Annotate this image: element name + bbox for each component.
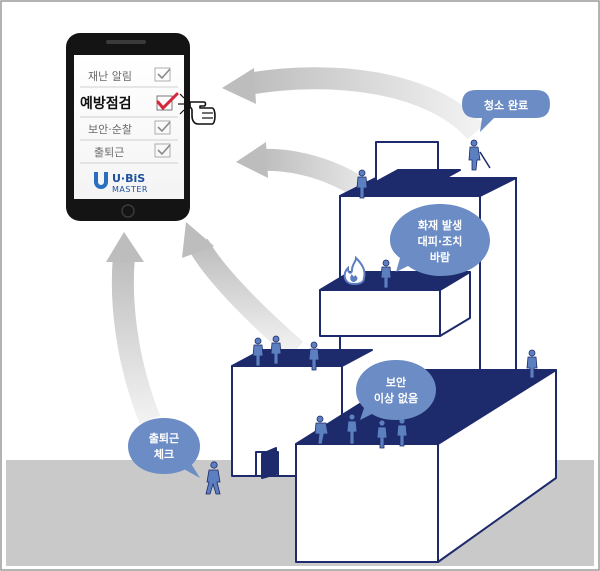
- menu-item-security-patrol[interactable]: 보안·순찰: [88, 120, 171, 136]
- base-front: [295, 443, 439, 563]
- arrow-commute: [111, 255, 161, 425]
- menu-item-label: 예방점검: [80, 95, 132, 112]
- phone-home-button: [121, 204, 135, 218]
- menu-item-label: 재난 알림: [88, 69, 132, 83]
- person-fire-floor: [380, 259, 392, 289]
- person-left-wing-1: [252, 337, 264, 367]
- signal-arrows: [106, 67, 485, 425]
- people: [205, 139, 538, 495]
- person-base-2: [346, 413, 358, 445]
- menu-item-disaster[interactable]: 재난 알림: [88, 67, 171, 83]
- menu-item-commute[interactable]: 출퇴근: [94, 143, 171, 159]
- person-commuter: [205, 461, 221, 495]
- door-open-shade: [261, 447, 277, 479]
- bubble-cleaning: 청소 완료: [462, 90, 550, 132]
- arrow-cleaning-head: [222, 68, 256, 104]
- pointing-hand-icon: [178, 93, 216, 125]
- check-red-icon: [156, 92, 179, 111]
- person-rooftop: [356, 169, 368, 199]
- bubble-cleaning-text: 청소 완료: [484, 98, 528, 112]
- person-left-wing-2: [270, 335, 282, 365]
- check-icon: [157, 68, 171, 80]
- arrow-fire-head: [236, 142, 268, 178]
- mid-floor-side: [439, 271, 471, 337]
- arrow-security: [188, 238, 304, 359]
- person-base-3: [376, 419, 388, 449]
- bubble-fire-line2: 대피·조치: [418, 234, 463, 248]
- person-right-corner: [526, 349, 538, 379]
- checkbox-icon: [154, 120, 171, 135]
- fire-icon: [343, 255, 366, 286]
- bubble-fire-line3: 바람: [430, 250, 450, 264]
- arrow-cleaning: [246, 67, 485, 140]
- phone-speaker: [106, 40, 146, 44]
- menu-item-prevention-check[interactable]: 예방점검: [80, 92, 179, 112]
- bubble-fire: 화재 발생 대피·조치 바람: [390, 204, 490, 276]
- ubis-master-logo: U·BiS MASTER: [94, 172, 148, 194]
- menu-item-label: 출퇴근: [94, 146, 124, 159]
- checkbox-icon: [154, 67, 171, 82]
- bubble-security: 보안 이상 없음: [356, 360, 436, 420]
- arrow-commute-head: [106, 232, 144, 262]
- smartphone: 재난 알림 예방점검 보안·순찰 출퇴근 U·BiS MASTER: [66, 33, 216, 221]
- base-side: [437, 369, 557, 563]
- roof-box-shade: [375, 169, 461, 183]
- bubble-commute-line2: 체크: [154, 447, 174, 461]
- person-base-1: [314, 415, 329, 445]
- checkbox-icon: [154, 143, 171, 158]
- person-cleaner: [468, 139, 491, 171]
- logo-text: U·BiS: [112, 172, 145, 185]
- check-icon: [157, 144, 171, 156]
- person-left-wing-3: [308, 341, 320, 371]
- logo-mark-icon: [94, 172, 108, 189]
- bubble-commute: 출퇴근 체크: [128, 418, 200, 478]
- mid-floor-front: [319, 289, 441, 337]
- bubble-security-line2: 이상 없음: [374, 391, 418, 405]
- bubble-fire-line1: 화재 발생: [418, 218, 462, 232]
- logo-subtext: MASTER: [112, 185, 148, 194]
- check-icon: [157, 121, 171, 133]
- menu-item-label: 보안·순찰: [88, 123, 132, 136]
- left-wing-front: [231, 365, 343, 477]
- bubble-security-line1: 보안: [386, 375, 406, 389]
- arrow-security-head: [182, 222, 214, 258]
- bubble-commute-line1: 출퇴근: [149, 431, 179, 445]
